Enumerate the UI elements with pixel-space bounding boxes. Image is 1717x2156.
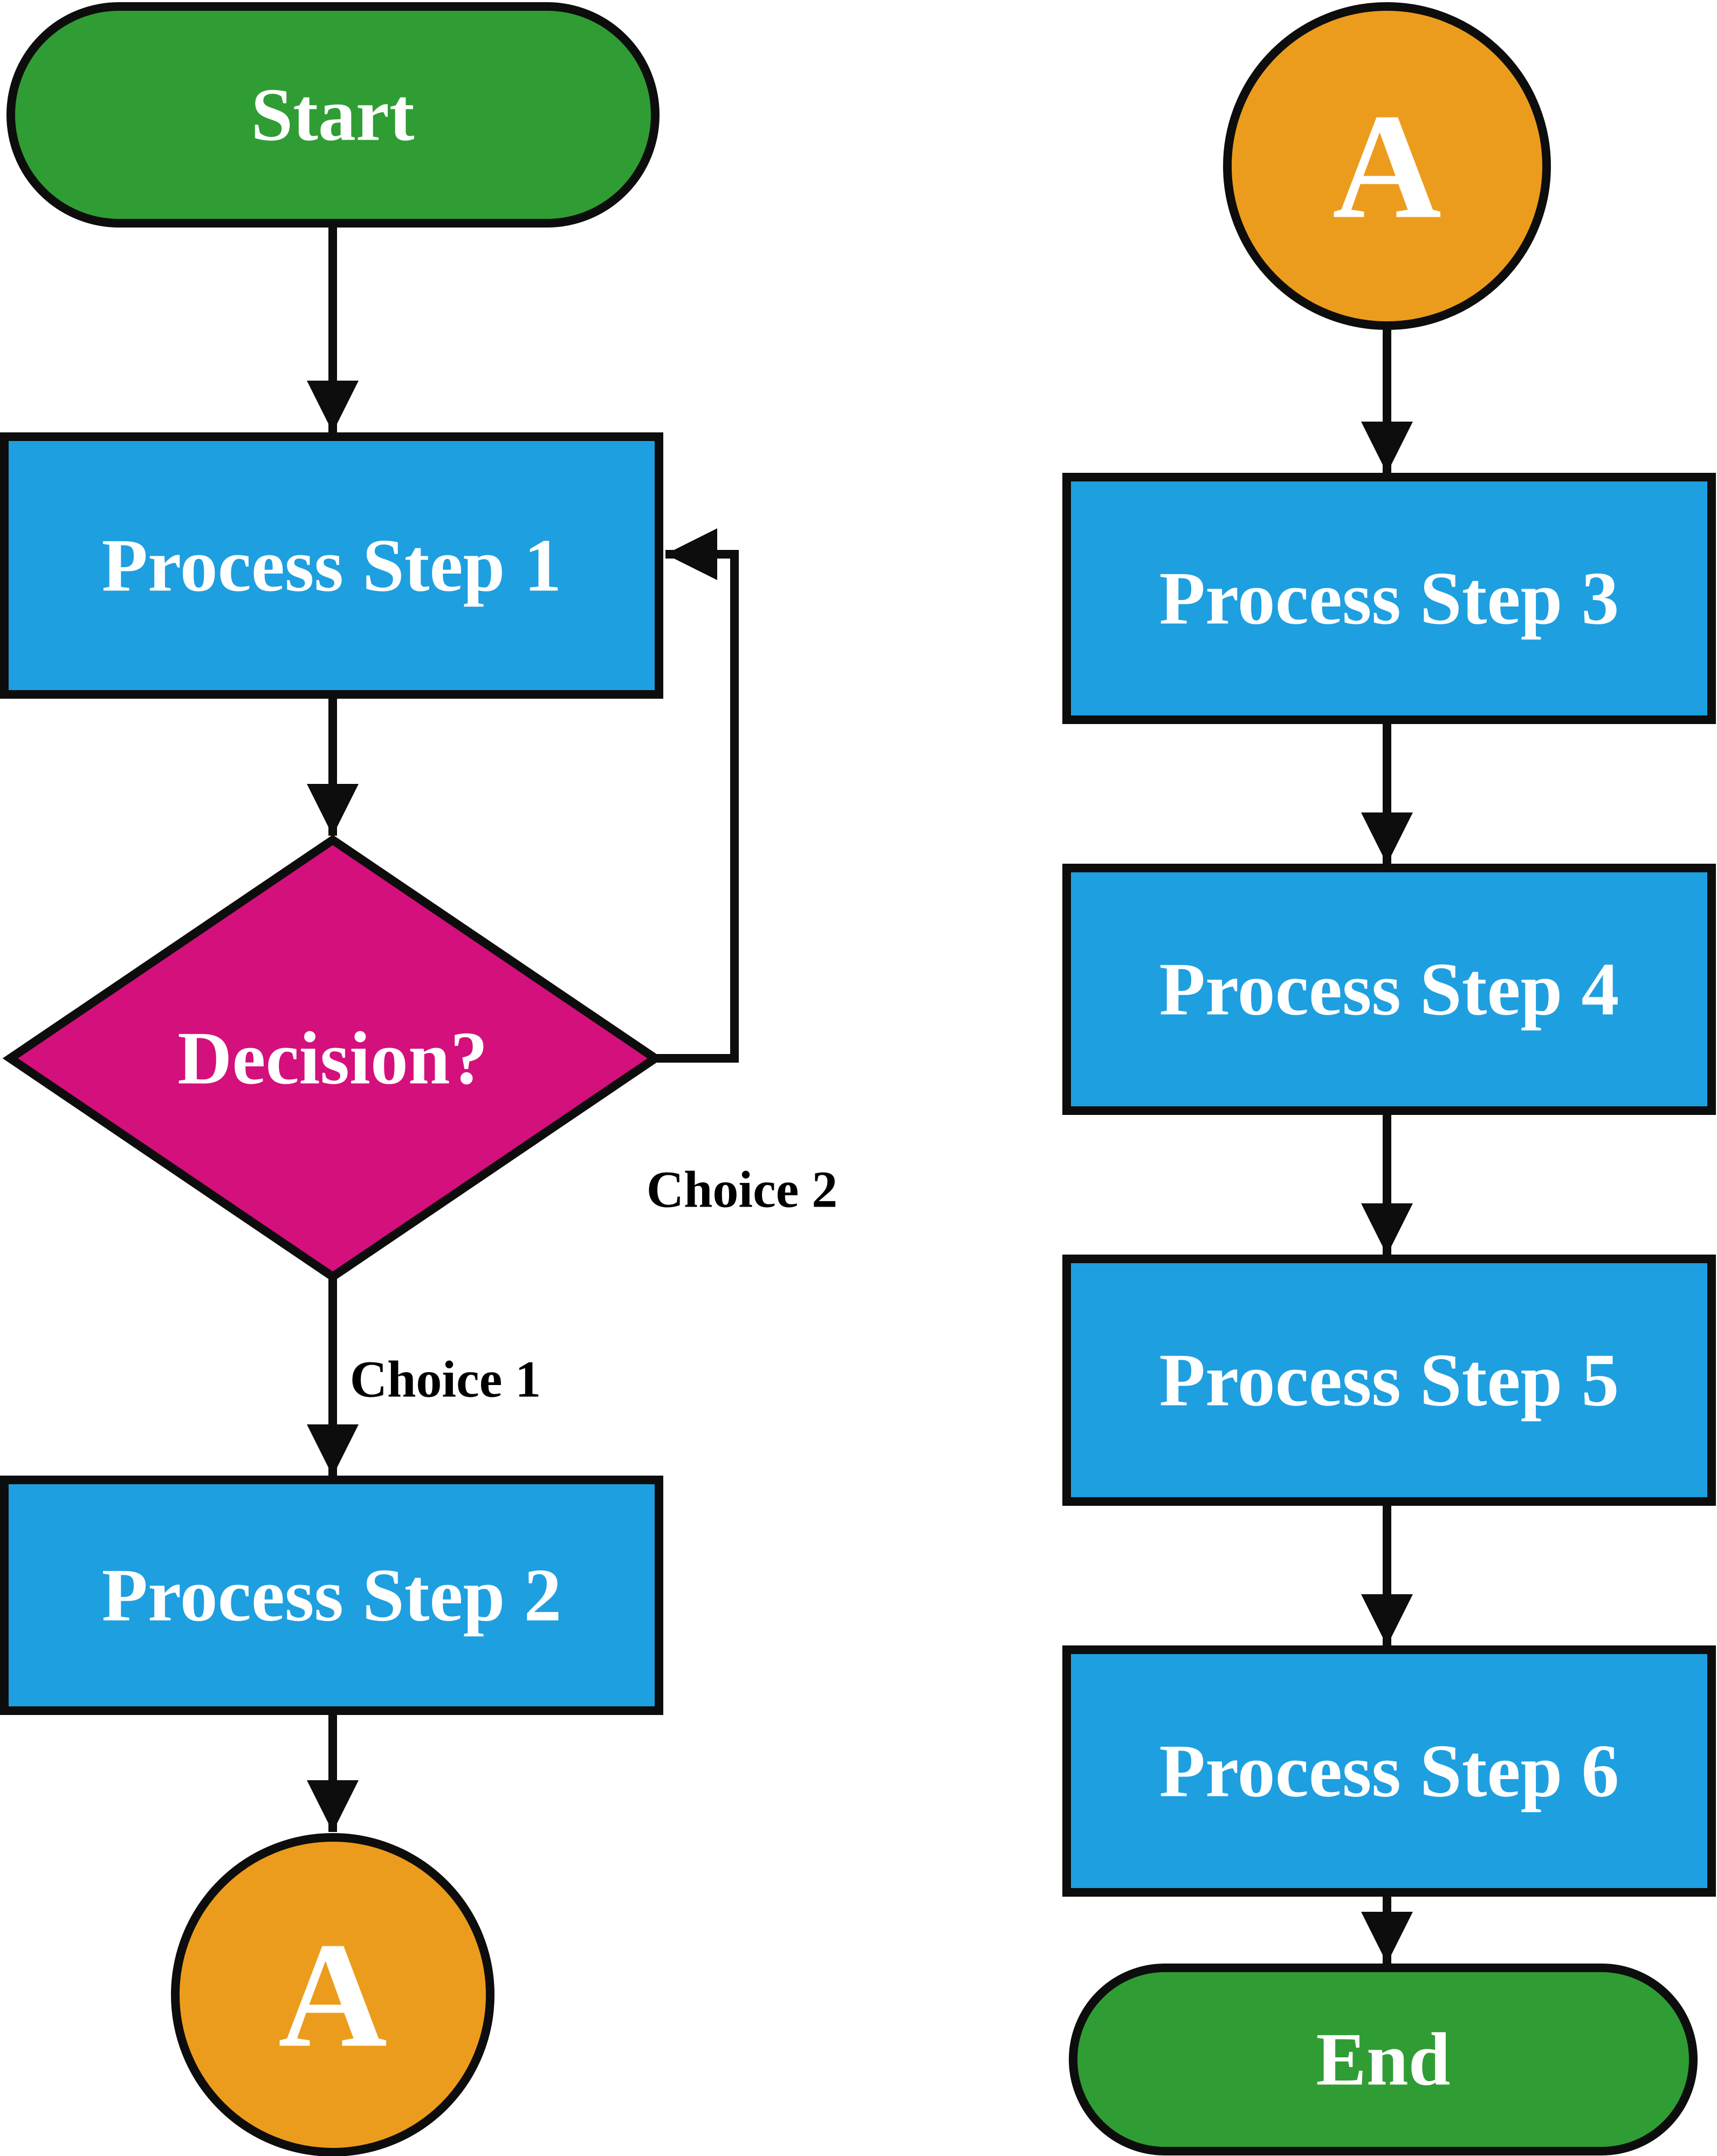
process-step-3-label: Process Step 3 [1159,557,1619,640]
process-step-4-label: Process Step 4 [1159,948,1619,1031]
connector-a-out-label: A [278,1911,387,2079]
arrow-decision-to-step1-loop [654,528,739,1063]
start-label: Start [251,73,414,157]
process-step-6-label: Process Step 6 [1159,1730,1619,1813]
process-step-2-node [0,1476,663,1715]
process-step-3-node [1062,473,1716,724]
end-node [1069,1964,1698,2155]
choice-1-label: Choice 1 [350,1351,541,1408]
connector-a-in-label: A [1333,82,1441,250]
decision-label: Decision? [177,1017,488,1100]
process-step-1-node [0,432,663,699]
process-step-1-label: Process Step 1 [102,524,562,608]
end-label: End [1316,2018,1450,2102]
connector-a-out-node [171,1833,495,2156]
process-step-2-label: Process Step 2 [102,1554,562,1637]
process-step-6-node [1062,1645,1716,1897]
process-step-5-node [1062,1255,1716,1506]
process-step-5-label: Process Step 5 [1159,1339,1619,1422]
choice-2-label: Choice 2 [647,1161,838,1218]
